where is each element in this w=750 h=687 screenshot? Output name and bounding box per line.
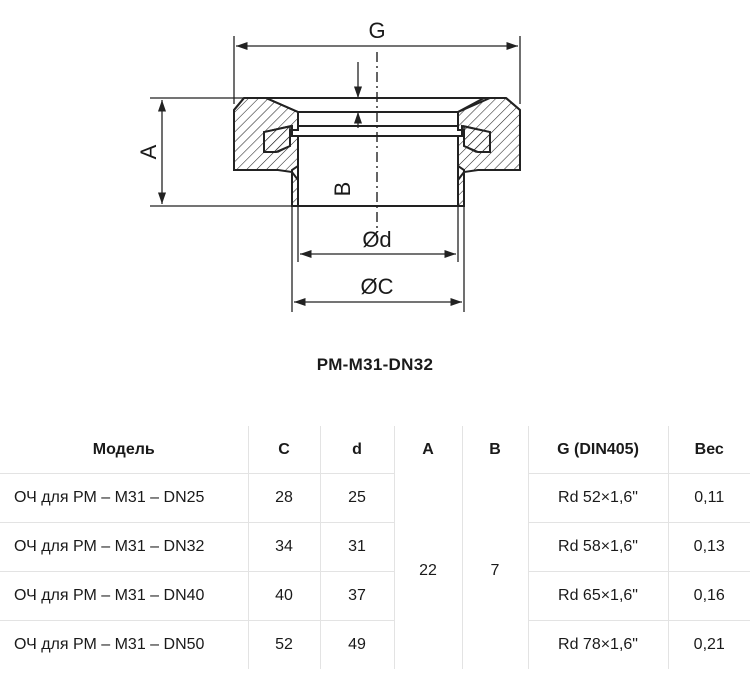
cell-b: 7 — [461, 473, 528, 669]
cell-g: Rd 65×1,6" — [527, 571, 668, 621]
table-row: ОЧ для РМ – М31 – DN40 40 37 Rd 65×1,6" … — [0, 571, 750, 621]
cell-weight: 0,21 — [667, 620, 750, 669]
cell-weight: 0,11 — [667, 473, 750, 523]
header-c: C — [247, 426, 320, 474]
dimension-a — [150, 97, 292, 207]
header-model: Модель — [92, 440, 155, 458]
cell-model: ОЧ для РМ – М31 – DN32 — [0, 522, 248, 572]
cell-g: Rd 58×1,6" — [527, 522, 668, 572]
cell-a: 22 — [393, 473, 462, 669]
cell-d: 31 — [319, 522, 394, 572]
cell-c: 28 — [247, 473, 320, 523]
spec-table: Модель C d A B G (DIN405) Вес ОЧ для РМ … — [0, 426, 750, 669]
header-b: B — [461, 426, 528, 474]
technical-drawing: G A B Ød ØC — [136, 18, 521, 312]
cell-model: ОЧ для РМ – М31 – DN50 — [0, 620, 248, 669]
header-a: A — [393, 426, 462, 474]
dimension-g-label: G — [368, 18, 385, 43]
gasket-left — [263, 124, 291, 153]
cell-g: Rd 52×1,6" — [527, 473, 668, 523]
nut-outline — [233, 97, 521, 207]
cell-c: 34 — [247, 522, 320, 572]
dimension-g — [233, 36, 521, 104]
dimension-b-label: B — [330, 182, 355, 197]
cell-model: ОЧ для РМ – М31 – DN40 — [0, 571, 248, 621]
cell-weight: 0,13 — [667, 522, 750, 572]
cell-model: ОЧ для РМ – М31 – DN25 — [0, 473, 248, 523]
header-d: d — [319, 426, 394, 474]
table-header-row: Модель C d A B G (DIN405) Вес — [0, 426, 750, 474]
table-row: ОЧ для РМ – М31 – DN25 28 25 22 7 Rd 52×… — [0, 473, 750, 669]
dimension-d-label: Ød — [362, 227, 391, 252]
dimension-c — [291, 206, 465, 312]
dimension-d — [297, 206, 459, 262]
cell-c: 40 — [247, 571, 320, 621]
table-row: ОЧ для РМ – М31 – DN32 34 31 Rd 58×1,6" … — [0, 522, 750, 572]
table-row: ОЧ для РМ – М31 – DN50 52 49 Rd 78×1,6" … — [0, 620, 750, 669]
dimension-a-label: A — [136, 144, 161, 159]
cell-c: 52 — [247, 620, 320, 669]
gasket-right — [463, 124, 491, 153]
drawing-caption: РМ-М31-DN32 — [316, 355, 434, 374]
cell-d: 49 — [319, 620, 394, 669]
header-g: G (DIN405) — [527, 426, 668, 474]
dimension-c-label: ØC — [361, 274, 394, 299]
cell-g: Rd 78×1,6" — [527, 620, 668, 669]
header-weight: Вес — [667, 426, 750, 474]
cell-d: 25 — [319, 473, 394, 523]
cell-weight: 0,16 — [667, 571, 750, 621]
cell-d: 37 — [319, 571, 394, 621]
